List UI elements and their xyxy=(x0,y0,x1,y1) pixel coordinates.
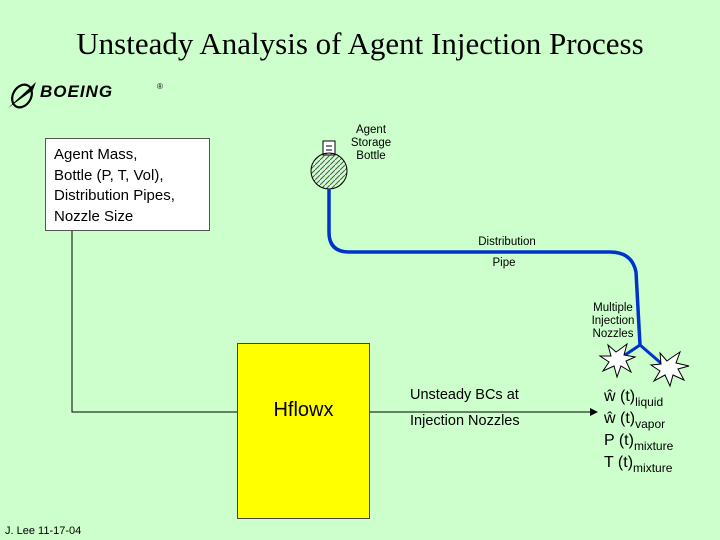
nozzle-label: Multiple Injection Nozzles xyxy=(582,302,644,341)
pipe-label-line1: Distribution xyxy=(478,236,536,248)
output-main: P (t) xyxy=(604,432,634,449)
pipe-label-line2: Pipe xyxy=(492,257,516,269)
nozzle-spray-icon xyxy=(649,350,690,388)
arrow-head-icon xyxy=(590,408,598,416)
output-main: ŵ (t) xyxy=(604,410,636,427)
output-main: ŵ (t) xyxy=(604,388,636,405)
bc-label-line1: Unsteady BCs at xyxy=(410,387,519,403)
nozzle-label-line: Nozzles xyxy=(592,328,634,340)
input-connector-line xyxy=(71,231,237,413)
distribution-pipe-line xyxy=(327,189,642,346)
output-item: ŵ (t)vapor xyxy=(604,410,666,431)
inputs-line: Agent Mass, xyxy=(54,146,138,163)
output-sub: vapor xyxy=(635,417,666,431)
output-sub: mixture xyxy=(633,461,673,475)
inputs-line: Bottle (P, T, Vol), xyxy=(54,166,164,184)
boeing-logo-text: BOEING xyxy=(40,82,114,101)
output-main: T (t) xyxy=(604,454,634,471)
bottle-label-line: Bottle xyxy=(356,150,386,162)
output-sub: liquid xyxy=(635,395,664,409)
output-item: P (t)mixture xyxy=(604,432,674,453)
output-item: ŵ (t)liquid xyxy=(604,388,664,409)
solver-label: Hflowx xyxy=(273,399,334,421)
inputs-box: Agent Mass, Bottle (P, T, Vol), Distribu… xyxy=(45,138,210,231)
slide-title: Unsteady Analysis of Agent Injection Pro… xyxy=(76,26,644,61)
bc-label-line2: Injection Nozzles xyxy=(410,413,520,429)
bottle-label-line: Agent xyxy=(355,124,387,136)
registered-mark: ® xyxy=(157,82,163,91)
nozzle-label-line: Injection xyxy=(591,315,635,327)
output-sub: mixture xyxy=(633,439,674,453)
author-date: J. Lee 11-17-04 xyxy=(5,525,82,537)
output-item: T (t)mixture xyxy=(604,454,673,475)
bottle-label-line: Storage xyxy=(350,137,392,149)
bottle-label: Agent Storage Bottle xyxy=(340,124,402,163)
nozzle-branch-right xyxy=(639,343,663,366)
nozzle-label-line: Multiple xyxy=(593,302,633,314)
nozzle-spray-icon xyxy=(598,342,637,379)
inputs-line: Distribution Pipes, xyxy=(54,187,175,204)
solver-box xyxy=(237,343,370,519)
inputs-line: Nozzle Size xyxy=(54,207,134,225)
boeing-logo-icon xyxy=(8,82,36,109)
